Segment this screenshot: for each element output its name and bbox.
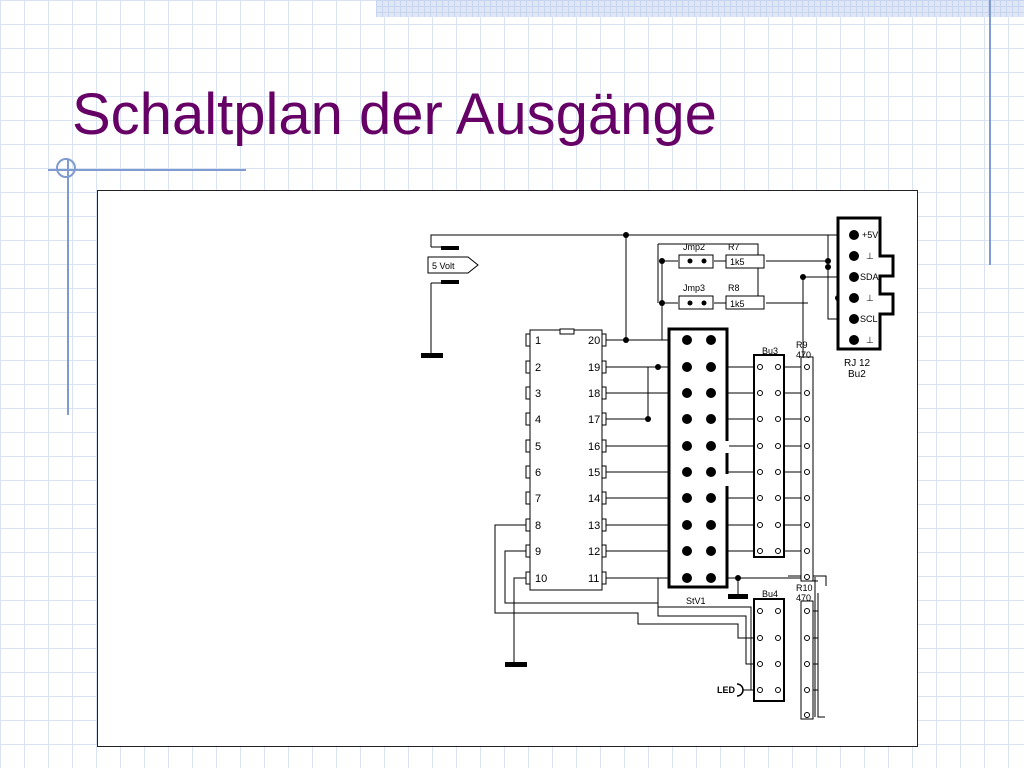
connector-label-5v: +5V xyxy=(862,230,878,240)
decorative-vertical-line-left xyxy=(67,160,69,415)
resistor-r10-value: 470 xyxy=(796,593,811,603)
ic-pin-9: 9 xyxy=(535,546,541,558)
connector-name-label: Bu2 xyxy=(848,369,866,380)
jumper-jmp2-label: Jmp2 xyxy=(683,242,705,252)
connector-label-sda: SDA xyxy=(860,272,879,282)
resistor-r7-label: R7 xyxy=(728,242,740,252)
resistor-r9-value: 470 xyxy=(796,350,811,360)
resistor-r10-label: R10 xyxy=(796,583,813,593)
jumper-jmp3-label: Jmp3 xyxy=(683,283,705,293)
header-pattern-band xyxy=(376,0,1024,17)
ic-pin-16: 16 xyxy=(588,441,600,453)
ic-pin-12: 12 xyxy=(588,546,600,558)
resistor-r7-value: 1k5 xyxy=(730,257,745,267)
ic-pin-17: 17 xyxy=(588,414,600,426)
ic-pin-7: 7 xyxy=(535,493,541,505)
plug-stv1-label: StV1 xyxy=(686,596,706,606)
ic-pin-11: 11 xyxy=(588,573,599,585)
schematic-svg: 5 Volt 1 2 3 4 5 6 7 8 9 10 20 19 xyxy=(421,216,895,720)
connector-label-gnd-2: ⊥ xyxy=(866,293,874,303)
ic-pin-18: 18 xyxy=(588,388,600,400)
socket-bu4-label: Bu4 xyxy=(762,589,778,599)
resistor-r9-label: R9 xyxy=(796,340,808,350)
ic-pin-14: 14 xyxy=(588,493,600,505)
ic-pin-3: 3 xyxy=(535,388,541,400)
connector-label-gnd-1: ⊥ xyxy=(866,251,874,261)
ic-pin-10: 10 xyxy=(535,573,547,585)
decorative-vertical-line-right xyxy=(989,0,991,265)
ic-pin-19: 19 xyxy=(588,362,600,374)
connector-type-label: RJ 12 xyxy=(844,358,871,369)
ic-pin-13: 13 xyxy=(588,520,600,532)
slide-title: Schaltplan der Ausgänge xyxy=(72,82,717,147)
schematic-diagram: 5 Volt 1 2 3 4 5 6 7 8 9 10 20 19 xyxy=(97,190,918,747)
ic-pin-8: 8 xyxy=(535,520,541,532)
resistor-r8-label: R8 xyxy=(728,283,740,293)
supply-label: 5 Volt xyxy=(432,261,455,271)
connector-label-gnd-3: ⊥ xyxy=(866,335,874,345)
ic-pin-20: 20 xyxy=(588,335,600,347)
ic-pin-1: 1 xyxy=(535,335,541,347)
ic-pin-4: 4 xyxy=(535,414,541,426)
title-underline xyxy=(48,169,246,171)
led-label: LED xyxy=(717,685,736,695)
connector-label-scl: SCL xyxy=(860,314,878,324)
resistor-r8-value: 1k5 xyxy=(730,299,745,309)
ic-pin-2: 2 xyxy=(535,362,541,374)
socket-bu3-label: Bu3 xyxy=(762,346,778,356)
ic-pin-15: 15 xyxy=(588,467,600,479)
ic-pin-5: 5 xyxy=(535,441,541,453)
ic-pin-6: 6 xyxy=(535,467,541,479)
decorative-ring-icon xyxy=(56,158,76,178)
